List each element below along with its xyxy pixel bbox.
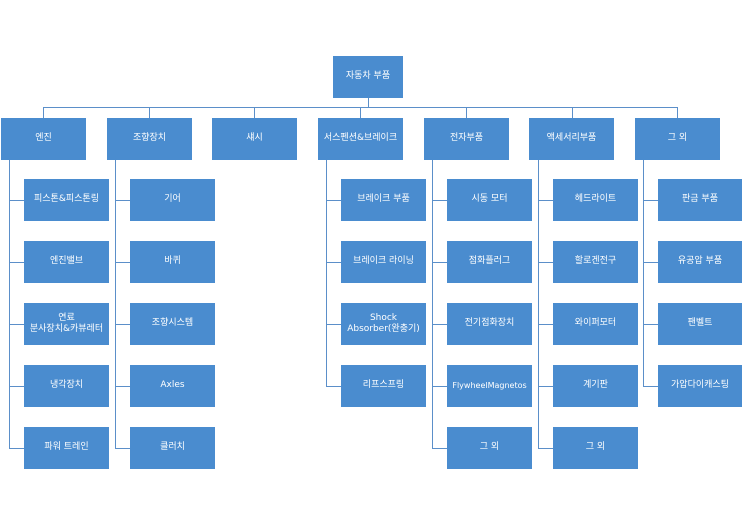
elbow-4-3 bbox=[432, 386, 447, 387]
elbow-6-2 bbox=[643, 324, 658, 325]
elbow-4-4 bbox=[432, 448, 447, 449]
elbow-1-4 bbox=[115, 448, 130, 449]
category-drop-3 bbox=[360, 107, 361, 118]
item-accessory-2: 와이퍼모터 bbox=[553, 303, 638, 345]
elbow-3-3 bbox=[326, 386, 341, 387]
category-electronic: 전자부품 bbox=[424, 118, 509, 160]
category-drop-2 bbox=[254, 107, 255, 118]
item-other-2: 팬벨트 bbox=[658, 303, 742, 345]
elbow-3-0 bbox=[326, 200, 341, 201]
item-other-1: 유공압 부품 bbox=[658, 241, 742, 283]
item-suspension-0: 브레이크 부품 bbox=[341, 179, 426, 221]
elbow-5-0 bbox=[538, 200, 553, 201]
item-steering-3: Axles bbox=[130, 365, 215, 407]
spine-6 bbox=[643, 160, 644, 386]
item-engine-2: 연료 분사장치&카뷰레터 bbox=[24, 303, 109, 345]
elbow-4-1 bbox=[432, 262, 447, 263]
elbow-1-3 bbox=[115, 386, 130, 387]
item-accessory-1: 할로겐전구 bbox=[553, 241, 638, 283]
category-steering: 조향장치 bbox=[107, 118, 192, 160]
elbow-1-0 bbox=[115, 200, 130, 201]
elbow-5-2 bbox=[538, 324, 553, 325]
item-accessory-3: 계기판 bbox=[553, 365, 638, 407]
elbow-0-1 bbox=[9, 262, 24, 263]
category-drop-1 bbox=[149, 107, 150, 118]
item-engine-4: 파워 트레인 bbox=[24, 427, 109, 469]
category-drop-6 bbox=[677, 107, 678, 118]
elbow-0-4 bbox=[9, 448, 24, 449]
elbow-3-1 bbox=[326, 262, 341, 263]
elbow-0-2 bbox=[9, 324, 24, 325]
category-drop-5 bbox=[572, 107, 573, 118]
item-other-0: 판금 부품 bbox=[658, 179, 742, 221]
item-electronic-2: 전기점화장치 bbox=[447, 303, 532, 345]
elbow-1-2 bbox=[115, 324, 130, 325]
spine-1 bbox=[115, 160, 116, 448]
item-steering-1: 바퀴 bbox=[130, 241, 215, 283]
elbow-5-1 bbox=[538, 262, 553, 263]
item-suspension-1: 브레이크 라이닝 bbox=[341, 241, 426, 283]
spine-3 bbox=[326, 160, 327, 386]
spine-5 bbox=[538, 160, 539, 448]
root-connector-vertical bbox=[368, 98, 369, 108]
spine-4 bbox=[432, 160, 433, 448]
item-steering-2: 조향시스템 bbox=[130, 303, 215, 345]
elbow-6-0 bbox=[643, 200, 658, 201]
item-suspension-2: Shock Absorber(완충기) bbox=[341, 303, 426, 345]
item-accessory-4: 그 외 bbox=[553, 427, 638, 469]
item-electronic-1: 점화플러그 bbox=[447, 241, 532, 283]
item-electronic-0: 시동 모터 bbox=[447, 179, 532, 221]
elbow-3-2 bbox=[326, 324, 341, 325]
elbow-6-1 bbox=[643, 262, 658, 263]
item-electronic-4: 그 외 bbox=[447, 427, 532, 469]
root-node: 자동차 부품 bbox=[333, 56, 403, 98]
spine-0 bbox=[9, 160, 10, 448]
item-steering-4: 클러치 bbox=[130, 427, 215, 469]
category-drop-4 bbox=[466, 107, 467, 118]
item-engine-1: 엔진밸브 bbox=[24, 241, 109, 283]
elbow-0-3 bbox=[9, 386, 24, 387]
elbow-5-3 bbox=[538, 386, 553, 387]
item-engine-3: 냉각장치 bbox=[24, 365, 109, 407]
category-suspension-brake: 서스펜션&브레이크 bbox=[318, 118, 403, 160]
item-accessory-0: 헤드라이트 bbox=[553, 179, 638, 221]
elbow-0-0 bbox=[9, 200, 24, 201]
elbow-1-1 bbox=[115, 262, 130, 263]
item-engine-0: 피스톤&피스톤링 bbox=[24, 179, 109, 221]
category-other: 그 외 bbox=[635, 118, 720, 160]
item-steering-0: 기어 bbox=[130, 179, 215, 221]
elbow-4-0 bbox=[432, 200, 447, 201]
category-engine: 엔진 bbox=[1, 118, 86, 160]
elbow-5-4 bbox=[538, 448, 553, 449]
item-other-3: 가압다이캐스팅 bbox=[658, 365, 742, 407]
category-chassis: 섀시 bbox=[212, 118, 297, 160]
elbow-6-3 bbox=[643, 386, 658, 387]
item-suspension-3: 리프스프링 bbox=[341, 365, 426, 407]
item-electronic-3: FlywheelMagnetos bbox=[447, 365, 532, 407]
category-accessory: 액세서리부품 bbox=[529, 118, 614, 160]
elbow-4-2 bbox=[432, 324, 447, 325]
category-drop-0 bbox=[43, 107, 44, 118]
